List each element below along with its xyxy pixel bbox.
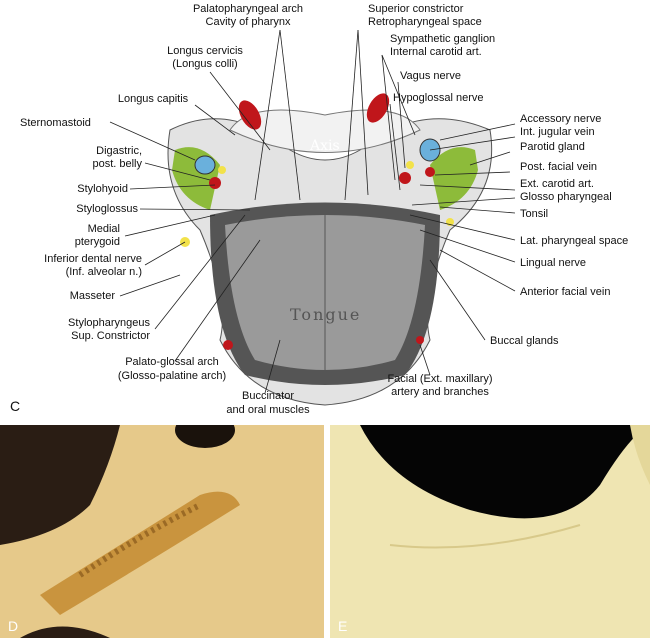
label-stylopharyngeus: Stylopharyngeus xyxy=(68,317,150,329)
label-palato-glossal-arch: Palato-glossal arch xyxy=(125,356,219,368)
label-digastric: Digastric, xyxy=(96,145,142,157)
label-accessory-nerve: Accessory nerve xyxy=(520,113,602,125)
label-masseter: Masseter xyxy=(69,290,115,302)
mandible-photo xyxy=(330,425,650,638)
label-lat-pharyngeal-space: Lat. pharyngeal space xyxy=(520,235,629,247)
label-longus-capitis: Longus capitis xyxy=(117,93,189,105)
nerve-dot xyxy=(406,161,414,169)
vein-left xyxy=(194,155,216,175)
artery-dot xyxy=(399,172,411,184)
bone-notch xyxy=(175,425,235,448)
label-buccinator: Buccinator xyxy=(242,390,294,402)
artery-dot xyxy=(209,177,221,189)
label-post-belly: post. belly xyxy=(92,158,142,170)
panel-c-cross-section: Axis Tongue Palatopharyngeal arch Cavity… xyxy=(10,3,629,416)
label-oral-muscles: and oral muscles xyxy=(226,404,310,416)
artery-dot xyxy=(425,167,435,177)
muscle-right xyxy=(430,147,478,210)
leader-lines xyxy=(109,29,516,394)
bone-ramus xyxy=(630,425,650,485)
label-buccal-glands: Buccal glands xyxy=(490,335,559,347)
label-glosso-pharyngeal: Glosso pharyngeal xyxy=(520,191,612,203)
label-longus-cervicis: Longus cervicis xyxy=(167,45,243,57)
section-outline xyxy=(167,93,493,406)
label-lingual-nerve: Lingual nerve xyxy=(520,257,587,269)
panel-letter-d: D xyxy=(8,618,19,634)
label-post-facial-vein: Post. facial vein xyxy=(520,161,598,173)
panel-d-photo: D xyxy=(0,425,324,638)
label-longus-colli: (Longus colli) xyxy=(172,58,238,70)
tongue-inline-label: Tongue xyxy=(290,305,361,324)
label-pterygoid: pterygoid xyxy=(74,236,120,248)
label-medial: Medial xyxy=(87,223,120,235)
trabecular-texture xyxy=(78,502,202,578)
label-palatopharyngeal-arch: Palatopharyngeal arch xyxy=(192,3,304,15)
label-int-jugular-vein: Int. jugular vein xyxy=(520,126,595,138)
bone-surface xyxy=(330,425,650,638)
panel-e-photo: E xyxy=(330,425,650,638)
cross-section-illustration: Axis Tongue xyxy=(109,29,516,406)
label-stylohyoid: Stylohyoid xyxy=(77,183,128,195)
label-styloglossus: Styloglossus xyxy=(76,203,138,215)
label-internal-carotid: Internal carotid art. xyxy=(390,46,482,58)
label-glosso-palatine-arch: (Glosso-palatine arch) xyxy=(117,370,227,382)
label-ext-carotid: Ext. carotid art. xyxy=(520,178,594,190)
label-retropharyngeal-space: Retropharyngeal space xyxy=(368,16,482,28)
label-parotid-gland: Parotid gland xyxy=(520,141,585,153)
nerve-dot xyxy=(218,166,226,174)
label-superior-constrictor: Superior constrictor xyxy=(368,3,464,15)
label-facial-artery: Facial (Ext. maxillary) xyxy=(387,373,493,385)
bone-ridge xyxy=(389,524,581,549)
label-sup-constrictor: Sup. Constrictor xyxy=(71,330,150,342)
label-inferior-dental-nerve: Inferior dental nerve xyxy=(44,253,142,265)
artery-dot xyxy=(416,336,424,344)
label-sympathetic-ganglion: Sympathetic ganglion xyxy=(390,33,496,45)
label-hypoglossal-nerve: Hypoglossal nerve xyxy=(393,92,484,104)
label-anterior-facial-vein: Anterior facial vein xyxy=(520,286,611,298)
label-cavity-of-pharynx: Cavity of pharynx xyxy=(205,16,291,28)
label-inf-alveolar: (Inf. alveolar n.) xyxy=(65,266,142,278)
artery-dot xyxy=(223,340,233,350)
axis-inline-label: Axis xyxy=(309,138,340,154)
muscle-red-left xyxy=(238,100,262,130)
label-vagus-nerve: Vagus nerve xyxy=(400,70,461,82)
cancellous-bone xyxy=(40,491,240,615)
muscle-red-right xyxy=(366,93,390,123)
panel-letter-c: C xyxy=(10,398,21,414)
label-sternomastoid: Sternomastoid xyxy=(20,117,91,129)
label-tonsil: Tonsil xyxy=(520,208,549,220)
mandible-cross-section-photo xyxy=(0,425,324,638)
panel-letter-e: E xyxy=(338,618,348,634)
label-artery-branches: artery and branches xyxy=(391,386,489,398)
